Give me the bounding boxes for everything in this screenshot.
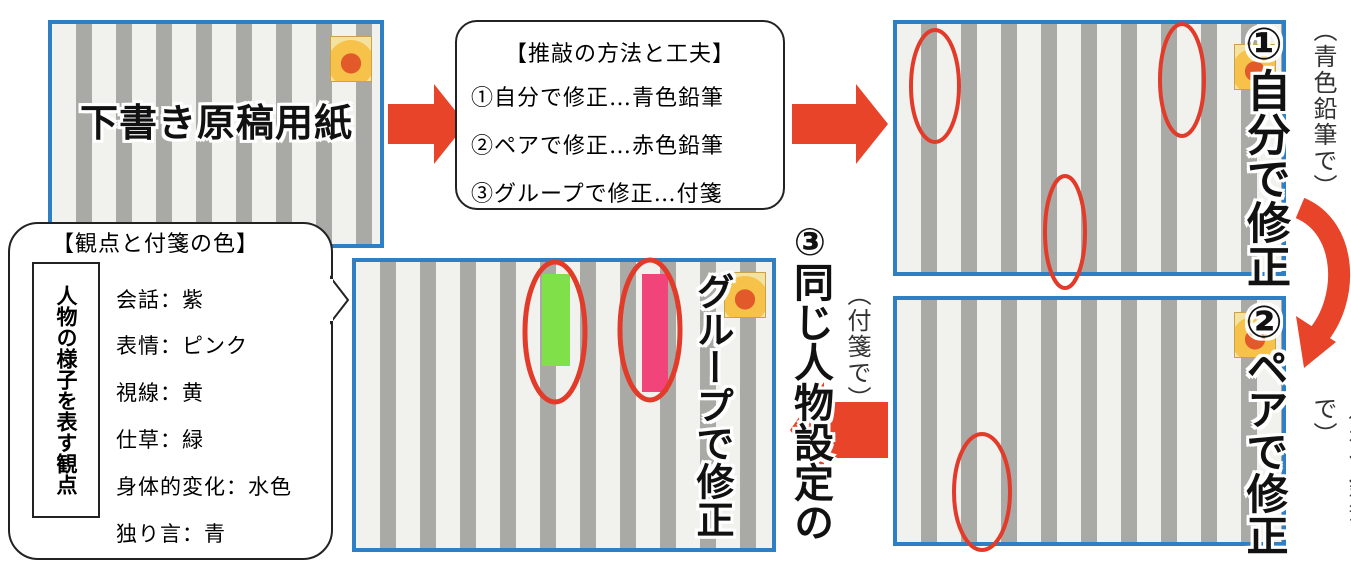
green-sticky-note [542,274,570,366]
step-pair-number: ② [1245,297,1283,348]
step-pair-label: ② ペアで修正 [1236,297,1292,557]
step-self-text: 自分で修正 [1239,68,1290,288]
viewpoint-item: 独り言：青 [116,522,226,546]
method-title: 【推敲の方法と工夫】 [504,42,735,67]
method-item: ③グループで修正…付箋 [471,182,723,207]
pink-sticky-note [642,274,668,392]
step-self-label: ① 自分で修正 [1236,19,1292,289]
highlight-circles-group [522,257,683,405]
pair-edit-manuscript-photo [893,296,1286,546]
step-group-note: （付箋で） [843,282,871,412]
viewpoint-side-label: 人物の様子を表す観点 [54,285,78,495]
flow-arrow-left [790,382,888,478]
flow-arrow-right-2 [792,84,888,164]
viewpoint-item: 表情：ピンク [116,334,248,358]
draft-manuscript-photo [48,20,384,248]
viewpoint-item: 視線：黄 [116,381,204,405]
viewpoint-bubble [8,222,333,560]
step-pair-note: （赤色鉛筆で） [1309,396,1351,526]
viewpoint-side-box: 人物の様子を表す観点 [32,262,100,518]
illustration-sticker [1234,44,1276,90]
highlight-circles-pair [952,432,1012,552]
method-item: ②ペアで修正…赤色鉛筆 [471,134,725,159]
illustration-sticker [1234,312,1276,358]
flow-arrow-right-1 [388,84,466,164]
viewpoint-item: 会話：紫 [116,288,204,312]
viewpoint-item: 仕草：緑 [116,428,204,452]
step-self-note: （青色鉛筆で） [1309,18,1337,200]
step-group-number: ③ [793,220,827,264]
method-item: ①自分で修正…青色鉛筆 [471,86,725,111]
step-pair-text: ペアで修正 [1240,346,1289,556]
viewpoint-item: 身体的変化：水色 [116,475,292,499]
illustration-sticker [330,36,372,82]
method-bubble: 【推敲の方法と工夫】 ①自分で修正…青色鉛筆 ②ペアで修正…赤色鉛筆 ③グループ… [455,20,785,210]
illustration-sticker [724,272,766,318]
step-self-number: ① [1245,19,1283,70]
viewpoint-title: 【観点と付箋の色】 [52,232,260,257]
step-group-label: ③ 同じ人物設定の [782,222,838,542]
flow-arrow-curved [1295,197,1351,368]
step-group-text-2: グループで修正 [690,272,734,538]
highlight-circles-self [909,22,1206,290]
draft-label: 下書き原稿用紙 [80,101,354,145]
step-group-text-1: 同じ人物設定の [787,262,833,542]
group-edit-manuscript-photo [352,258,776,552]
